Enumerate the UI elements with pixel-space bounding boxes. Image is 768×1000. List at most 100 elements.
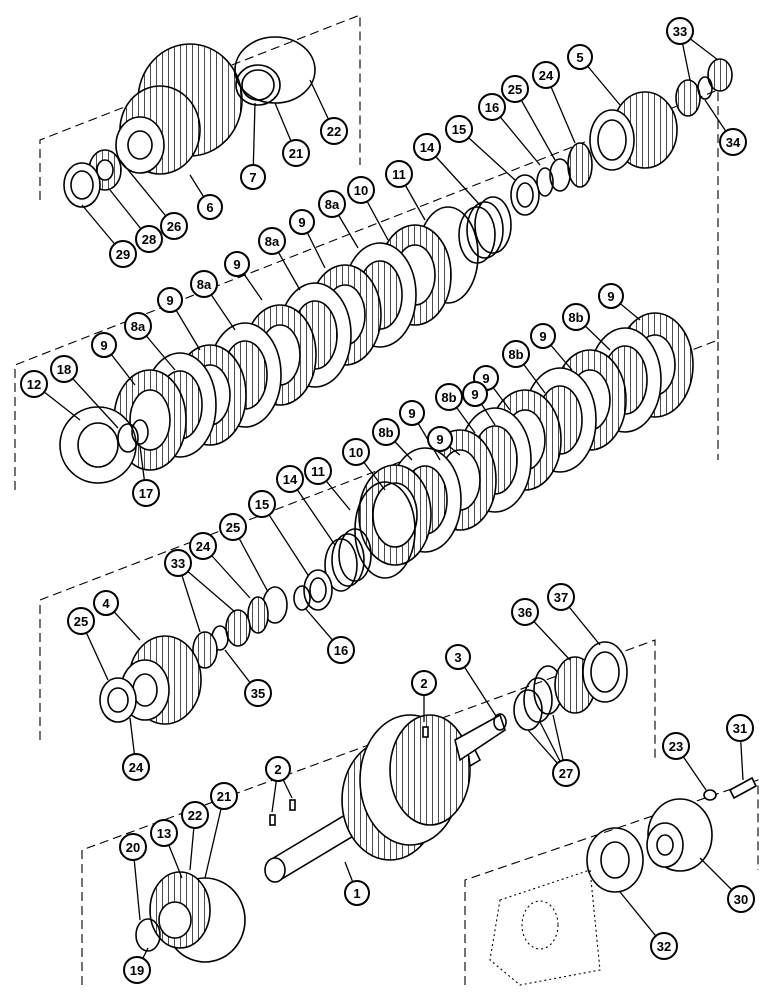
callout-circle <box>20 370 48 398</box>
gear-cluster-6 <box>115 43 243 175</box>
callout-c29: 29 <box>109 240 137 268</box>
leader-c21b <box>204 795 225 879</box>
callout-c10a: 10 <box>347 176 375 204</box>
callout-c9-10: 9 <box>462 381 488 407</box>
callout-c21a: 21 <box>282 139 310 167</box>
callout-c8b-2: 8b <box>372 418 400 446</box>
callout-circle <box>210 782 238 810</box>
callout-circle <box>445 644 471 670</box>
callout-circle <box>662 732 690 760</box>
callout-c34: 34 <box>719 128 747 156</box>
callout-circle <box>547 583 575 611</box>
callout-label: 9 <box>298 215 305 230</box>
callout-label: 9 <box>166 293 173 308</box>
callout-c9-9: 9 <box>427 426 453 452</box>
callout-label: 14 <box>283 472 298 487</box>
callout-label: 25 <box>74 614 88 629</box>
callout-circle <box>122 753 150 781</box>
callout-circle <box>445 115 473 143</box>
callout-c24c: 24 <box>122 753 150 781</box>
callout-circle <box>150 819 178 847</box>
callout-label: 8a <box>325 197 340 212</box>
callout-circle <box>427 426 453 452</box>
callout-label: 11 <box>311 464 325 479</box>
callout-c27: 27 <box>552 759 580 787</box>
leader-c15b <box>261 503 309 576</box>
callout-circle <box>318 190 346 218</box>
rings-21-22-7 <box>234 36 316 106</box>
callout-circle <box>435 383 463 411</box>
callout-label: 9 <box>436 432 443 447</box>
callout-c1: 1 <box>344 880 370 906</box>
gasket-32 <box>586 827 644 893</box>
spring-14-lower <box>324 528 372 592</box>
spring-3-27 <box>493 665 563 731</box>
callout-c18: 18 <box>50 355 78 383</box>
callout-c23: 23 <box>662 732 690 760</box>
callout-circle <box>265 756 291 782</box>
callout-c20: 20 <box>119 833 147 861</box>
callout-circle <box>160 212 188 240</box>
callout-c8a-4: 8a <box>318 190 346 218</box>
callout-c36: 36 <box>511 598 539 626</box>
callout-label: 1 <box>353 886 360 901</box>
callout-c8b-3: 8b <box>502 340 530 368</box>
callout-circle <box>181 801 209 829</box>
callout-label: 12 <box>27 377 41 392</box>
callout-c21b: 21 <box>210 782 238 810</box>
callout-circle <box>240 164 266 190</box>
callout-circle <box>552 759 580 787</box>
callout-label: 25 <box>226 520 240 535</box>
callout-circle <box>93 590 119 616</box>
cover-30 <box>646 798 713 872</box>
callout-c25b: 25 <box>219 513 247 541</box>
callout-label: 2 <box>420 676 427 691</box>
callout-circle <box>399 400 425 426</box>
callout-label: 22 <box>327 124 341 139</box>
callout-label: 33 <box>171 556 185 571</box>
callout-label: 24 <box>196 539 211 554</box>
callout-c3: 3 <box>445 644 471 670</box>
callout-c8a-2: 8a <box>190 270 218 298</box>
callout-label: 19 <box>130 963 144 978</box>
callout-circle <box>342 438 370 466</box>
callout-c15b: 15 <box>248 490 276 518</box>
washer-25-24-lower <box>99 677 137 723</box>
housing-dotted <box>489 869 601 986</box>
piston-12 <box>59 406 137 484</box>
callout-label: 9 <box>233 257 240 272</box>
callout-circle <box>304 457 332 485</box>
seal-18-17 <box>117 419 149 453</box>
callout-circle <box>650 932 678 960</box>
callout-label: 21 <box>289 146 303 161</box>
callout-label: 4 <box>102 596 110 611</box>
callout-label: 22 <box>188 808 202 823</box>
callout-label: 8b <box>441 390 456 405</box>
callout-c9-1: 9 <box>91 332 117 358</box>
callout-label: 3 <box>454 650 461 665</box>
callout-c15a: 15 <box>445 115 473 143</box>
callout-c11a: 11 <box>385 160 413 188</box>
callout-c6: 6 <box>197 194 223 220</box>
callout-circle <box>282 139 310 167</box>
callout-c8b-1: 8b <box>435 383 463 411</box>
callouts: 122345678a8a8a8a8b8b8b8b9999999999101011… <box>20 17 755 984</box>
callout-label: 9 <box>408 406 415 421</box>
callout-c33a: 33 <box>666 17 694 45</box>
callout-circle <box>276 465 304 493</box>
callout-label: 36 <box>518 605 532 620</box>
callout-circle <box>244 679 272 707</box>
callout-label: 9 <box>100 338 107 353</box>
gear-hub-5 <box>589 91 678 171</box>
callout-circle <box>289 209 315 235</box>
bearing-33-34 <box>675 58 733 117</box>
callout-c26: 26 <box>160 212 188 240</box>
callout-c11b: 11 <box>304 457 332 485</box>
callout-circle <box>224 251 250 277</box>
snap-ring-11-lower <box>354 481 416 579</box>
callout-circle <box>67 607 95 635</box>
callout-circle <box>157 287 183 313</box>
callout-label: 8b <box>378 425 393 440</box>
callout-label: 8a <box>131 319 146 334</box>
callout-label: 33 <box>673 24 687 39</box>
